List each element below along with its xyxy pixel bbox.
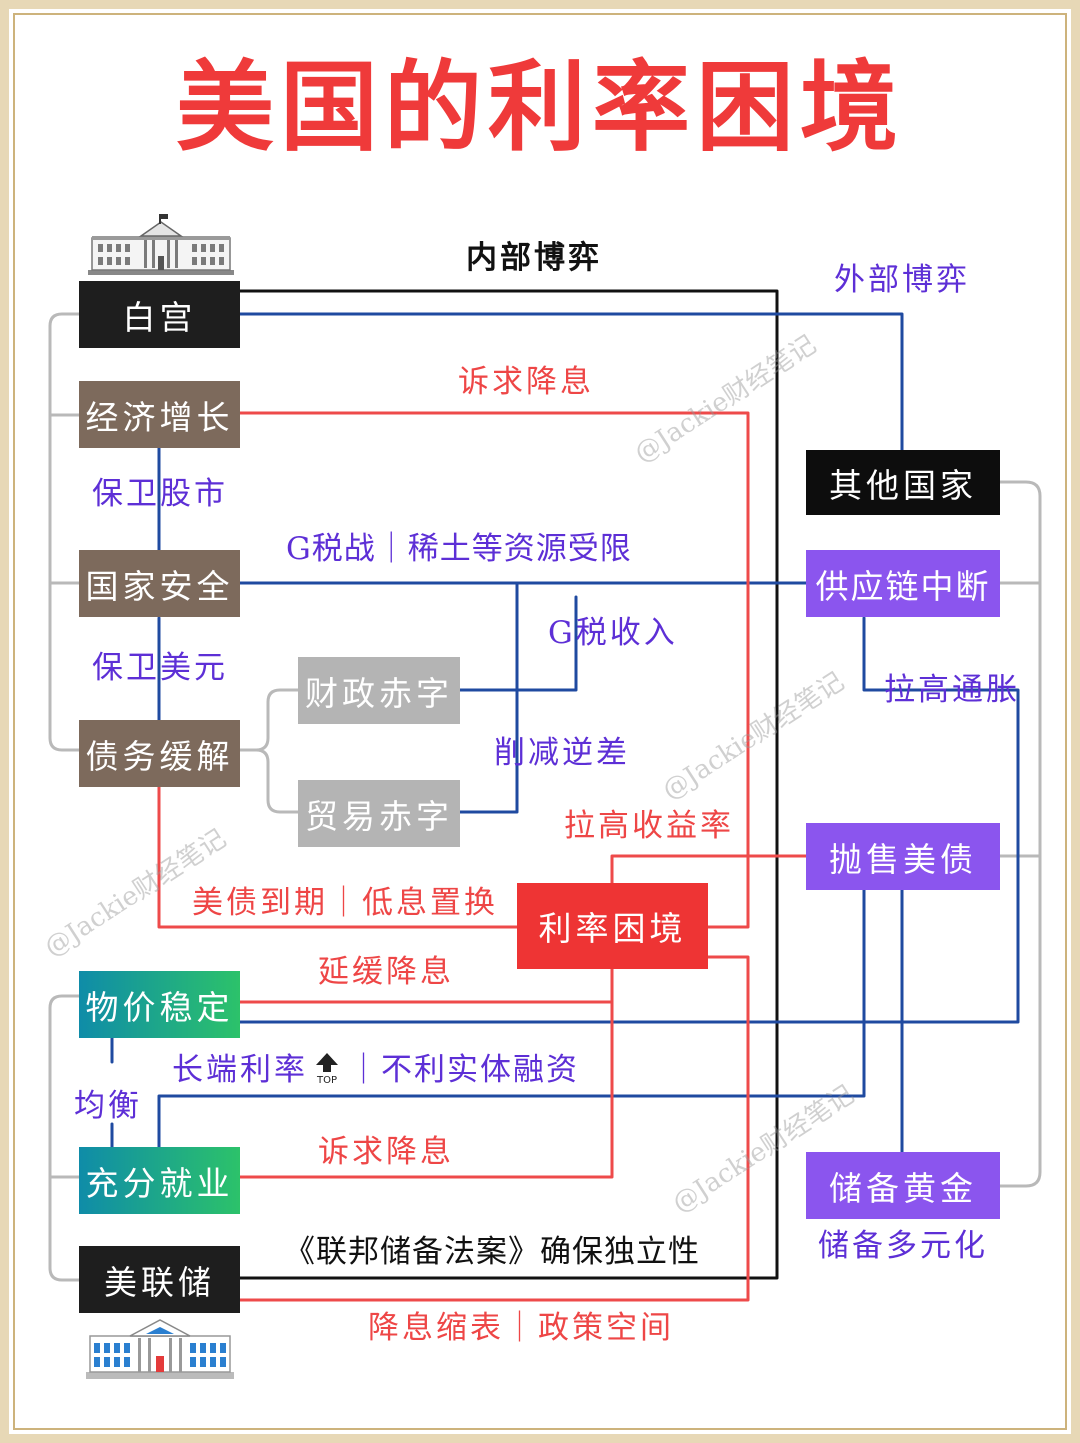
label-protect-dollar: 保卫美元 — [92, 650, 228, 686]
label-protect-stock: 保卫股市 — [92, 476, 228, 512]
node-other-countries: 其他国家 — [806, 450, 1000, 515]
node-full-employment-label: 充分就业 — [85, 1163, 234, 1203]
arrow-up-top-icon: TOP — [314, 1052, 340, 1086]
right-gray-bracket — [998, 480, 1042, 1188]
node-fed-label: 美联储 — [104, 1262, 215, 1302]
label-treasury-maturity: 美债到期｜低息置换 — [192, 885, 498, 921]
node-economic-growth: 经济增长 — [79, 381, 240, 448]
red-dilemma-to-employment — [238, 1000, 614, 1179]
node-rate-dilemma: 利率困境 — [517, 883, 708, 969]
node-national-security: 国家安全 — [79, 550, 240, 617]
node-sell-treasuries-label: 抛售美债 — [829, 839, 977, 879]
node-national-security-label: 国家安全 — [85, 566, 234, 606]
node-supply-chain: 供应链中断 — [806, 550, 1000, 617]
blue-sell-to-employment — [157, 888, 866, 1149]
blue-supply-to-price — [238, 616, 1020, 1024]
label-long-rate-prefix: 长端利率 — [172, 1052, 308, 1088]
white-house-icon — [88, 214, 234, 275]
label-appeal-rate-cut-2: 诉求降息 — [318, 1134, 454, 1170]
node-reserve-gold-label: 储备黄金 — [829, 1168, 977, 1208]
blue-whitehouse-to-others — [238, 312, 904, 452]
node-economic-growth-label: 经济增长 — [85, 397, 234, 437]
red-dilemma-to-fed — [238, 955, 750, 1302]
node-trade-deficit: 贸易赤字 — [298, 780, 460, 847]
label-internal-game: 内部博弈 — [466, 240, 602, 276]
node-fed: 美联储 — [79, 1246, 240, 1313]
blue-fiscal-to-tariff — [458, 595, 578, 692]
internal-black-loop — [238, 289, 779, 1280]
node-debt-relief: 债务缓解 — [79, 720, 240, 787]
label-tariff-income: G税收入 — [548, 615, 678, 651]
red-economy-to-dilemma — [238, 411, 750, 929]
label-raise-inflation: 拉高通胀 — [884, 672, 1020, 708]
node-reserve-gold: 储备黄金 — [806, 1152, 1000, 1219]
label-appeal-rate-cut-1: 诉求降息 — [458, 364, 594, 400]
node-full-employment: 充分就业 — [79, 1147, 240, 1214]
label-delay-rate-cut: 延缓降息 — [318, 954, 454, 990]
top-icon-text: TOP — [316, 1075, 337, 1084]
node-price-stability: 物价稳定 — [79, 971, 240, 1038]
node-trade-deficit-label: 贸易赤字 — [305, 796, 453, 836]
node-white-house: 白宫 — [79, 281, 240, 348]
page-title: 美国的利率困境 — [175, 50, 904, 165]
node-supply-chain-label: 供应链中断 — [815, 566, 991, 606]
red-sell-to-dilemma — [610, 854, 808, 885]
inner-frame — [13, 13, 1067, 1430]
node-sell-treasuries: 抛售美债 — [806, 823, 1000, 890]
label-external-game: 外部博弈 — [834, 262, 970, 298]
label-fed-act: 《联邦储备法案》确保独立性 — [284, 1234, 700, 1270]
label-reserve-diversify: 储备多元化 — [818, 1228, 988, 1264]
red-debt-to-dilemma — [157, 785, 519, 929]
label-raise-yield: 拉高收益率 — [564, 808, 734, 844]
node-fiscal-deficit: 财政赤字 — [298, 657, 460, 724]
label-tariff-war: G税战｜稀土等资源受限 — [286, 531, 632, 567]
bottom-left-gray-bracket — [48, 994, 82, 1282]
label-reduce-deficit: 削减逆差 — [494, 735, 630, 771]
node-debt-relief-label: 债务缓解 — [85, 736, 234, 776]
node-rate-dilemma-label: 利率困境 — [538, 909, 687, 948]
federal-reserve-building-icon — [86, 1319, 234, 1379]
blue-trade-to-security — [458, 581, 519, 814]
deficit-gray-bracket — [238, 688, 300, 814]
node-white-house-label: 白宫 — [122, 297, 197, 337]
label-long-rate-suffix: ｜不利实体融资 — [348, 1052, 579, 1088]
node-price-stability-label: 物价稳定 — [85, 987, 234, 1027]
label-rate-cut-qt: 降息缩表｜政策空间 — [368, 1310, 674, 1346]
left-gray-bracket — [48, 312, 82, 752]
node-fiscal-deficit-label: 财政赤字 — [305, 673, 453, 713]
label-balance: 均衡 — [74, 1088, 142, 1124]
node-other-countries-label: 其他国家 — [829, 465, 977, 505]
